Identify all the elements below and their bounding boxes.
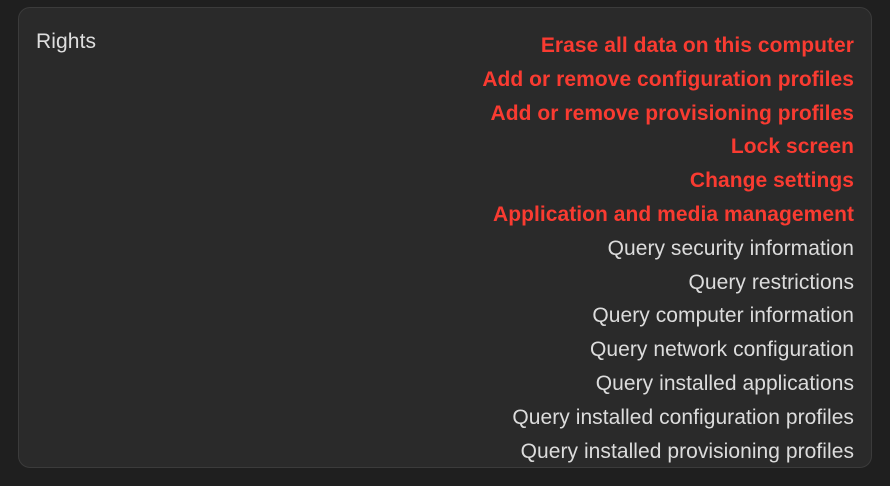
rights-list-item: Query installed configuration profiles	[512, 405, 854, 429]
rights-list-item: Change settings	[689, 169, 854, 193]
rights-list-item: Query restrictions	[688, 270, 854, 294]
rights-list-item: Erase all data on this computer	[540, 34, 854, 57]
rights-list-item: Query computer information	[592, 304, 854, 328]
rights-list-item: Query installed applications	[595, 371, 854, 395]
rights-list-item: Query security information	[607, 236, 854, 260]
rights-list-item: Lock screen	[730, 135, 854, 159]
rights-list-item: Application and media management	[493, 202, 854, 226]
rights-list-item: Query installed provisioning profiles	[520, 439, 854, 463]
rights-list-item: Add or remove provisioning profiles	[490, 101, 854, 125]
rights-section-label: Rights	[36, 30, 97, 53]
rights-list-item: Add or remove configuration profiles	[482, 67, 854, 91]
rights-list-item: Query network configuration	[590, 338, 854, 362]
